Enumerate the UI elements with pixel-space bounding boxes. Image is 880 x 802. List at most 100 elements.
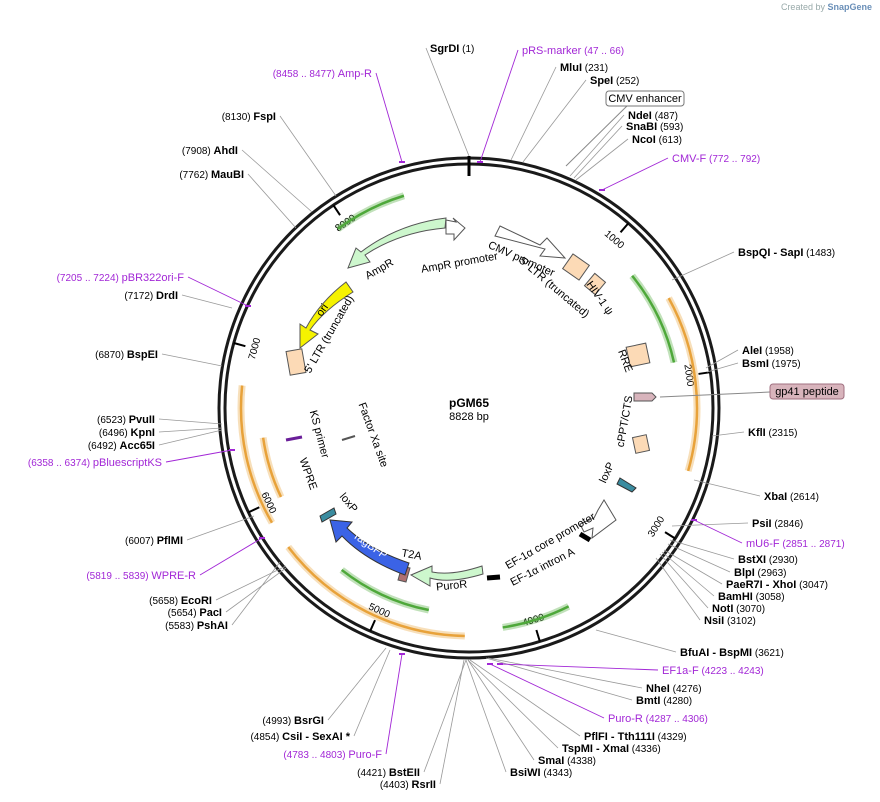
primer-label-5: (4783 .. 4803) Puro-F — [283, 749, 382, 761]
plasmid-size: 8828 bp — [449, 411, 489, 423]
orf-arc-ampr — [337, 194, 405, 230]
leader-site-25 — [423, 659, 467, 773]
orf-arc-ef1a — [502, 605, 570, 629]
leader-site-2 — [522, 79, 587, 163]
ltr5-right-box — [561, 253, 591, 281]
site-label-36: (6870) BspEI — [95, 349, 158, 361]
orf-arc-wpre-outer — [239, 385, 274, 524]
leader-site-37 — [181, 294, 233, 309]
leader-primer-5 — [385, 653, 403, 755]
features: TagBFP ori — [285, 217, 657, 587]
site-label-13: BlpI (2963) — [734, 567, 786, 579]
site-label-12: BstXI (2930) — [738, 554, 798, 566]
gp41-marker — [633, 392, 657, 402]
gp41-peptide-box — [769, 383, 845, 400]
primer-label-1: CMV-F (772 .. 792) — [672, 153, 760, 165]
primer-label-7: (6358 .. 6374) pBluescriptKS — [28, 457, 162, 469]
tick-mark-4000 — [535, 629, 541, 642]
site-label-6: BspQI - SapI (1483) — [738, 247, 835, 259]
site-label-22: TspMI - XmaI (4336) — [562, 743, 661, 755]
plasmid-name: pGM65 — [449, 396, 489, 410]
primer-label-2: mU6-F (2851 .. 2871) — [746, 538, 845, 550]
leader-primer-6 — [199, 537, 263, 576]
leader-site-11 — [671, 522, 749, 527]
leader-primer-1 — [601, 157, 669, 191]
leader-site-28 — [353, 649, 391, 737]
branding-prefix: Created by — [780, 2, 825, 12]
primer-label-8: (7205 .. 7224) pBR322ori-F — [57, 272, 185, 284]
backbone — [217, 156, 721, 660]
leader-primer-3 — [499, 663, 659, 671]
leader-site-21 — [469, 659, 581, 737]
tick-label-2000: 2000 — [681, 364, 695, 388]
tick-label-3000: 3000 — [646, 514, 667, 539]
site-label-28: (4854) CsiI - SexAI * — [250, 731, 350, 743]
leader-site-36 — [161, 353, 223, 367]
site-label-11: PsiI (2846) — [752, 518, 803, 530]
site-label-37: (7172) DrdI — [124, 290, 178, 302]
leader-primer-9 — [375, 72, 403, 163]
label-ks-primer: KS primer — [307, 409, 331, 460]
leader-site-35 — [158, 429, 223, 446]
rre-box — [625, 342, 651, 368]
leader-site-18 — [595, 629, 677, 653]
cppt-box — [631, 434, 651, 454]
leader-site-14 — [663, 549, 723, 585]
leader-lines — [158, 47, 761, 785]
leader-site-22 — [467, 659, 559, 749]
site-label-21: PflFI - Tth111I (4329) — [584, 731, 687, 743]
leader-site-38 — [247, 173, 297, 229]
leader-site-39 — [241, 149, 313, 213]
site-label-27: (4993) BsrGI — [262, 715, 324, 727]
site-label-29: (5658) EcoRI — [149, 595, 212, 607]
label-ampr-promoter: AmpR promoter — [420, 250, 499, 275]
tick-mark-2000 — [698, 371, 711, 375]
site-label-15: BamHI (3058) — [718, 591, 785, 603]
leader-site-7 — [705, 349, 739, 369]
label-factor-xa: Factor Xa site — [356, 401, 390, 469]
primer-label-6: (5819 .. 5839) WPRE-R — [86, 570, 196, 582]
ampr-promoter-arrow — [445, 217, 466, 242]
site-label-16: NotI (3070) — [712, 603, 765, 615]
snapgene-branding: Created by SnapGene — [781, 2, 872, 12]
ks-primer-marker — [285, 435, 303, 442]
ef1a-core-promoter-arrow — [579, 499, 617, 540]
leader-primer-4 — [489, 663, 605, 719]
leader-primer-8 — [187, 276, 249, 307]
leader-site-34 — [158, 427, 223, 433]
label-t2a: T2A — [401, 547, 424, 562]
site-label-17: NsiI (3102) — [704, 615, 756, 627]
tick-label-1000: 1000 — [602, 229, 626, 252]
leader-site-5 — [575, 138, 629, 181]
site-label-35: (6492) Acc65I — [88, 440, 155, 452]
ampr-arrow — [347, 217, 447, 269]
leader-site-8 — [706, 362, 739, 373]
site-label-31: (5583) PshAI — [165, 620, 228, 632]
site-label-26: (4403) RsrII — [380, 779, 436, 791]
tagbfp-arrow — [329, 519, 410, 576]
loxp-left-marker — [319, 507, 337, 523]
site-label-7: AleI (1958) — [742, 345, 794, 357]
site-label-34: (6496) KpnI — [99, 427, 155, 439]
loxp-right-marker — [616, 477, 637, 493]
site-label-3: NdeI (487) — [628, 110, 678, 122]
leader-site-29 — [215, 565, 287, 601]
puror-arrow — [409, 565, 484, 587]
orf-arc-gag — [667, 297, 699, 472]
tick-mark-3000 — [664, 531, 676, 540]
orf-arc-tagbfp — [340, 568, 430, 612]
tick-mark-8000 — [332, 204, 341, 216]
factor-xa-marker — [341, 435, 356, 441]
site-label-33: (6523) PvuII — [97, 414, 155, 426]
ltr5-left-box — [285, 348, 307, 376]
site-label-14: PaeR7I - XhoI (3047) — [726, 579, 828, 591]
site-label-23: SmaI (4338) — [538, 755, 596, 767]
leader-site-17 — [655, 557, 701, 621]
leader-site-23 — [467, 659, 535, 761]
site-label-32: (6007) PflMI — [125, 535, 183, 547]
leader-site-16 — [659, 553, 709, 609]
tick-mark-7000 — [233, 342, 246, 348]
site-label-4: SnaBI (593) — [626, 121, 683, 133]
orf-arc-wpre-inner — [261, 437, 283, 498]
